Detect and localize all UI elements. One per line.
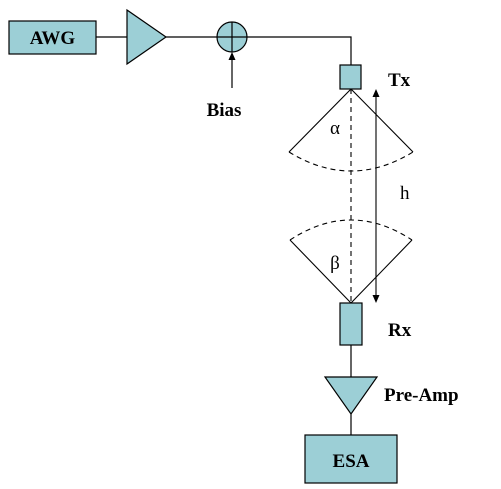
tx-block	[339, 64, 362, 90]
height-arrow	[372, 89, 380, 303]
preamp-label: Pre-Amp	[384, 385, 459, 406]
esa-label: ESA	[333, 451, 370, 472]
rx-beam-cone	[289, 219, 413, 304]
esa-block	[304, 434, 398, 484]
beta-label: β	[330, 253, 340, 274]
awg-label: AWG	[30, 28, 76, 49]
alpha-label: α	[330, 118, 340, 139]
amplifier-icon	[126, 8, 168, 66]
mixer-icon	[216, 21, 248, 53]
tx-label: Tx	[388, 70, 411, 91]
height-label: h	[400, 183, 410, 204]
bias-label: Bias	[207, 100, 242, 121]
rx-block	[339, 302, 363, 346]
bias-arrow	[228, 52, 236, 88]
preamp-icon	[323, 376, 379, 416]
mixer-to-tx-wire	[247, 36, 352, 65]
rx-label: Rx	[388, 320, 412, 341]
awg-block	[8, 20, 97, 55]
